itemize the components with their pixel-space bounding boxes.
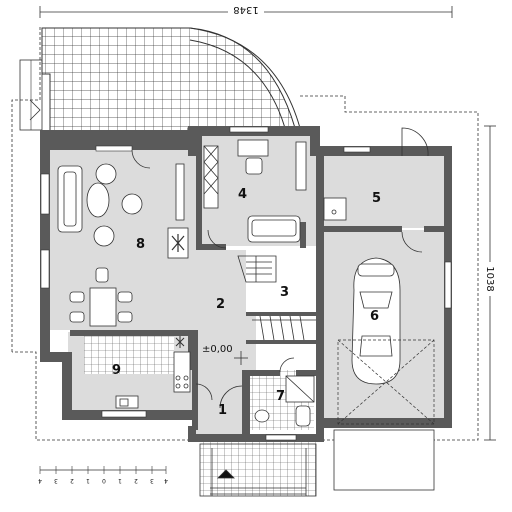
room-label-6: 6 [370,309,379,324]
scale-label: 3 [54,477,58,484]
scale-label: 3 [150,477,154,484]
terrace [19,27,301,135]
room-label-8: 8 [136,237,145,252]
room-label-3: 3 [280,285,289,300]
room-label-9: 9 [112,363,121,378]
utility-furniture [323,197,347,221]
room-label-4: 4 [238,187,247,202]
room-label-2: 2 [216,297,225,312]
garage-car [351,257,401,385]
study-furniture [203,139,307,243]
scale-label: 4 [164,477,168,484]
staircase [237,255,316,341]
scale-label: 2 [134,477,138,484]
driveway [333,429,435,491]
scale-label: 1 [118,477,122,484]
room-label-7: 7 [276,389,285,404]
garage-door-outline [337,339,435,425]
width-dimension-label: 1348 [233,4,258,15]
elevation-label: ±0,00 [202,344,233,355]
elevation-marker: ±0,00 [202,344,248,365]
room-label-5: 5 [372,191,381,206]
entrance [199,443,317,497]
scale-label: 1 [86,477,90,484]
living-furniture [57,163,185,327]
doors [131,127,429,409]
bathroom-fixtures [254,375,315,427]
scale-label: 2 [70,477,74,484]
depth-dimension: 1038 [482,125,498,441]
windows [40,126,452,441]
roof-outline [11,26,479,441]
depth-dimension-label: 1038 [484,266,495,291]
scale-label: 4 [38,477,42,484]
scale-bar: 4 3 2 1 0 1 2 3 4 [38,466,168,484]
fireplace-icon [167,227,189,259]
scale-label: 0 [102,477,106,484]
room-label-1: 1 [218,403,227,418]
kitchen-furniture [115,336,191,409]
width-dimension: 1348 [39,4,453,18]
